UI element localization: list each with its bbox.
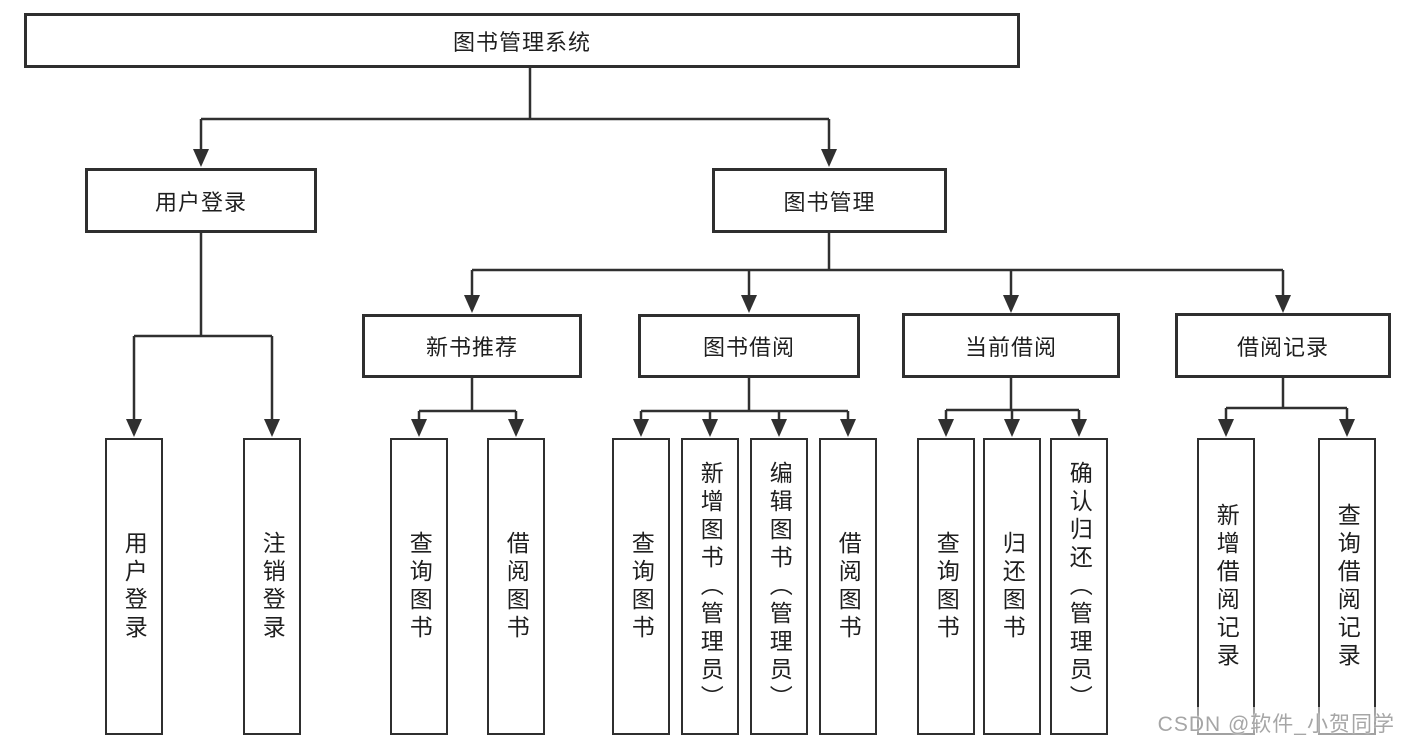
connector-bookmgmt-to-level3	[464, 233, 1291, 313]
node-label: 图书管理	[783, 189, 876, 215]
node-label: 图书管理系统	[452, 29, 591, 55]
leaf-current-return-books: 归还图书	[983, 438, 1041, 735]
connector-newbook-to-leaves	[411, 378, 524, 437]
leaf-newbook-borrow-books: 借阅图书	[487, 438, 545, 735]
node-current-borrow: 当前借阅	[902, 313, 1120, 378]
leaf-label: 借阅图书	[503, 530, 530, 643]
leaf-label: 确认归还（管理员）	[1066, 460, 1093, 713]
node-label: 新书推荐	[425, 335, 518, 360]
leaf-label: 编辑图书（管理员）	[766, 460, 793, 713]
leaf-label: 查询图书	[406, 530, 433, 643]
leaf-records-query-record: 查询借阅记录	[1318, 438, 1376, 735]
leaf-label: 查询借阅记录	[1334, 502, 1361, 671]
csdn-watermark: CSDN @软件_小贺同学	[1153, 707, 1399, 739]
node-book-borrow: 图书借阅	[638, 314, 860, 378]
leaf-label: 注销登录	[259, 530, 286, 643]
node-label: 用户登录	[154, 189, 247, 215]
leaf-records-add-record: 新增借阅记录	[1197, 438, 1255, 735]
node-label: 借阅记录	[1236, 334, 1329, 360]
node-library-system: 图书管理系统	[24, 13, 1020, 68]
node-user-login: 用户登录	[85, 168, 317, 233]
leaf-label: 借阅图书	[835, 530, 862, 643]
leaf-label: 新增图书（管理员）	[697, 460, 724, 713]
node-new-book-recommend: 新书推荐	[362, 314, 582, 378]
node-label: 图书借阅	[702, 335, 795, 360]
node-label: 当前借阅	[964, 334, 1057, 360]
leaf-current-query-books: 查询图书	[917, 438, 975, 735]
leaf-label: 用户登录	[121, 530, 148, 643]
leaf-label: 查询图书	[628, 530, 655, 643]
leaf-label: 查询图书	[933, 530, 960, 643]
connector-borrowrecords-to-leaves	[1218, 378, 1355, 437]
leaf-current-confirm-return-admin: 确认归还（管理员）	[1050, 438, 1108, 735]
leaf-borrow-query-books: 查询图书	[612, 438, 670, 735]
leaf-borrow-edit-books-admin: 编辑图书（管理员）	[750, 438, 808, 735]
node-borrow-records: 借阅记录	[1175, 313, 1391, 378]
leaf-borrow-borrow-books: 借阅图书	[819, 438, 877, 735]
leaf-newbook-query-books: 查询图书	[390, 438, 448, 735]
leaf-label: 归还图书	[999, 530, 1026, 643]
node-book-management: 图书管理	[712, 168, 947, 233]
connector-userlogin-to-leaves	[126, 232, 280, 437]
connector-root-to-level2	[193, 68, 837, 167]
connector-bookborrow-to-leaves	[633, 378, 856, 437]
leaf-user-login: 用户登录	[105, 438, 163, 735]
connector-currentborrow-to-leaves	[938, 378, 1087, 437]
leaf-borrow-add-books-admin: 新增图书（管理员）	[681, 438, 739, 735]
leaf-label: 新增借阅记录	[1213, 502, 1240, 671]
leaf-logout: 注销登录	[243, 438, 301, 735]
